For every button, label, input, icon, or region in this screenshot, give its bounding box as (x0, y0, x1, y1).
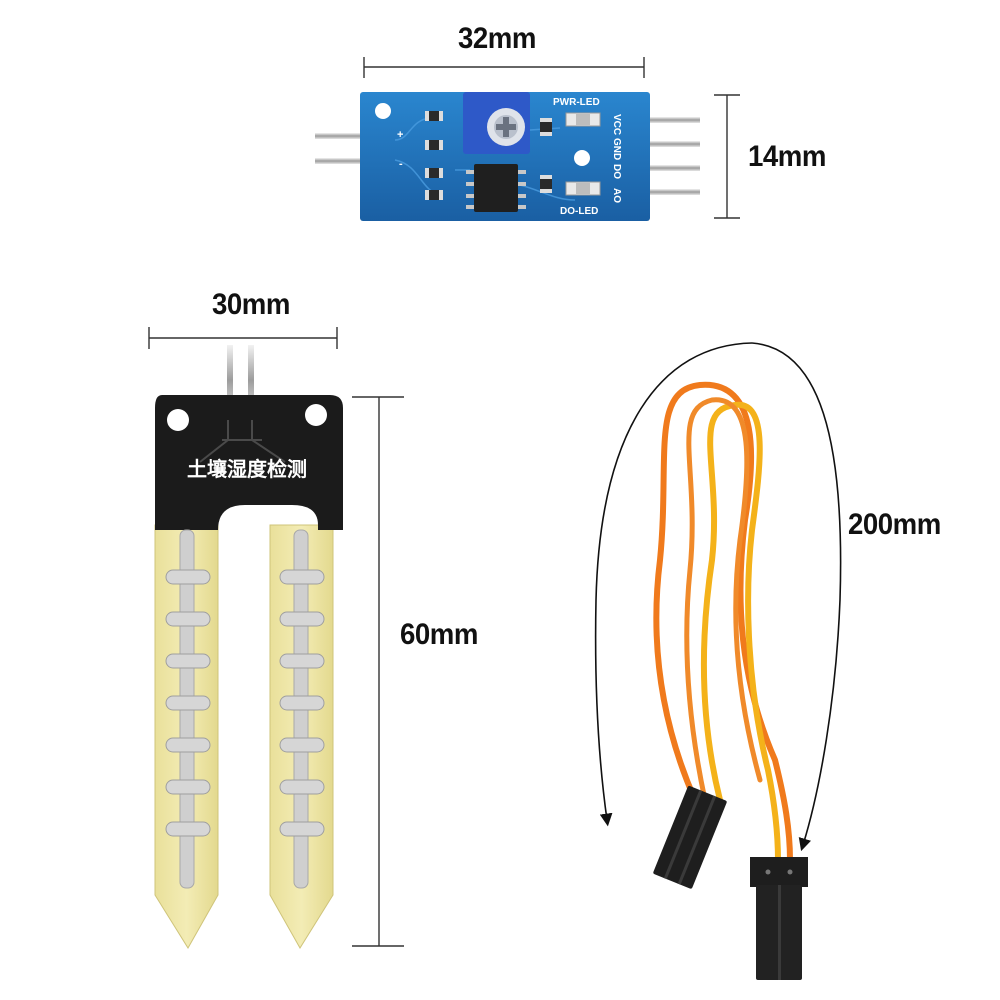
cable-length-label: 200mm (848, 508, 941, 541)
comparator-chip (466, 164, 526, 212)
probe-electrode-pads (165, 569, 325, 837)
pwr-led-label: PWR-LED (553, 97, 600, 108)
soil-probe: 土壤湿度检测 (148, 327, 404, 949)
do-led (565, 181, 601, 196)
power-led (565, 112, 601, 127)
module-height-label: 14mm (748, 140, 826, 173)
mounting-hole (574, 150, 590, 166)
dupont-connector-right (750, 857, 808, 980)
probe-width-dimension-line (148, 327, 338, 349)
mounting-hole (375, 103, 391, 119)
do-led-label: DO-LED (560, 206, 598, 217)
pin-label-ao: AO (611, 188, 622, 203)
cable-length-arrow-right (751, 342, 842, 852)
probe-head (155, 395, 343, 530)
smd-components (425, 111, 552, 200)
pin-label-do: DO (611, 164, 622, 179)
pin-label-gnd: GND (611, 138, 622, 160)
orange-wire (653, 381, 793, 863)
cable-length-arrow-left (594, 342, 753, 827)
probe-length-label: 60mm (400, 618, 478, 651)
probe-width-label: 30mm (212, 288, 290, 321)
yellow-wire (700, 401, 781, 863)
dupont-connector-left (653, 786, 727, 889)
probe-mounting-hole (167, 409, 189, 431)
input-plus-label: + (397, 129, 403, 141)
probe-head-traces (199, 420, 286, 463)
jumper-cable (594, 342, 842, 980)
probe-title: 土壤湿度检测 (187, 457, 307, 481)
control-module: PWR-LED DO-LED VCC GND DO AO + - (315, 57, 740, 221)
input-minus-label: - (399, 158, 403, 170)
height-dimension-line (714, 94, 740, 219)
pin-label-vcc: VCC (611, 114, 622, 135)
probe-mounting-hole (305, 404, 327, 426)
probe-length-dimension-line (352, 396, 404, 947)
width-dimension-line (363, 57, 645, 78)
potentiometer (463, 92, 530, 154)
orange-wire-inner (684, 397, 763, 803)
module-width-label: 32mm (458, 22, 536, 55)
